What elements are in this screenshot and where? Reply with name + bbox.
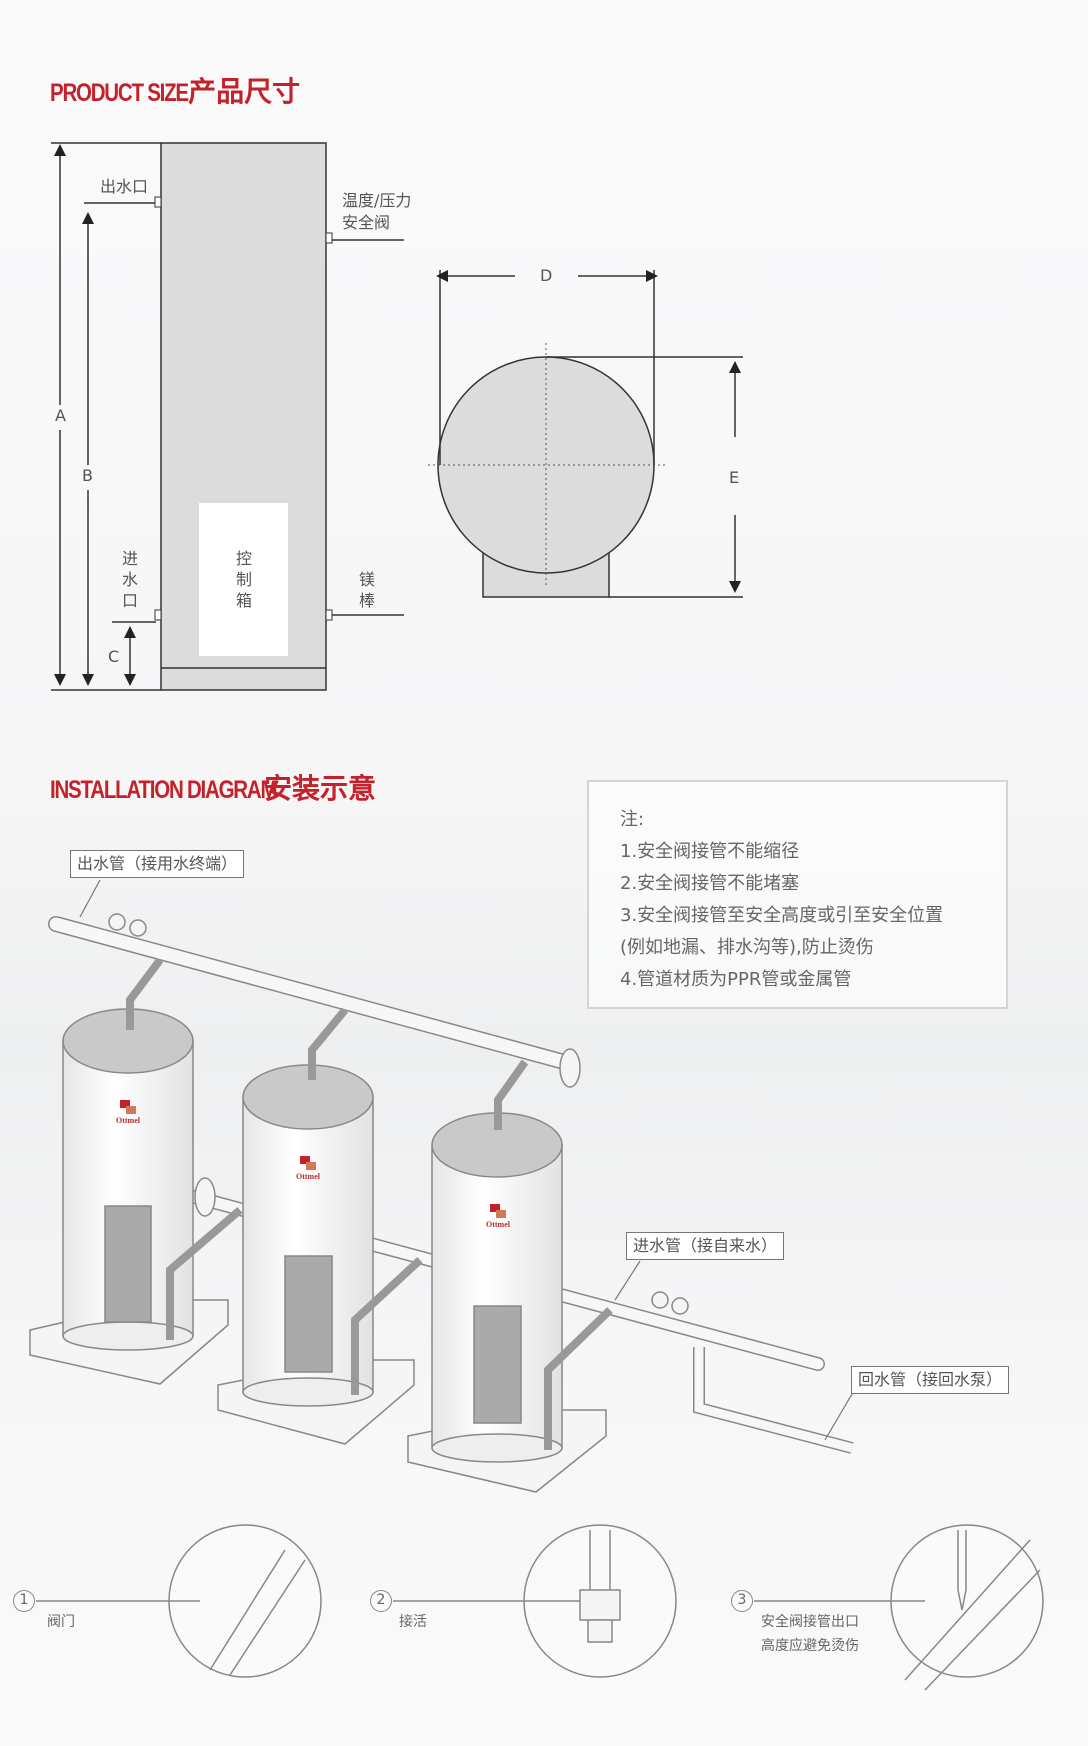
notes-heading: 注:	[620, 809, 645, 830]
detail-number: 3	[731, 1590, 753, 1612]
water-heater-tank	[431, 1112, 563, 1463]
anode-label: 镁棒	[358, 570, 375, 610]
detail-label-valve: 阀门	[47, 1614, 75, 1630]
detail-number: 2	[370, 1590, 392, 1612]
relief-valve-label-1: 温度/压力	[342, 191, 412, 210]
dim-b-label: B	[82, 466, 93, 485]
detail-number: 1	[13, 1590, 35, 1612]
brand-name: Ottmel	[116, 1116, 140, 1125]
note-item: 2.安全阀接管不能堵塞	[620, 873, 800, 894]
title-en: INSTALLATION DIAGRAM	[50, 776, 278, 804]
product-size-drawing	[51, 142, 743, 691]
notes-box: 注: 1.安全阀接管不能缩径 2.安全阀接管不能堵塞 3.安全阀接管至安全高度或…	[587, 780, 1008, 1009]
dim-d-label: D	[540, 266, 553, 285]
return-pipe-label: 回水管（接回水泵）	[851, 1366, 1010, 1394]
installation-title: INSTALLATION DIAGRAM安装示意	[50, 767, 376, 807]
detail-label-relief-2: 高度应避免烫伤	[761, 1638, 859, 1654]
note-item: 1.安全阀接管不能缩径	[620, 841, 800, 862]
outlet-label: 出水口	[100, 177, 149, 196]
detail-label-union: 接活	[399, 1614, 427, 1630]
control-box	[199, 503, 288, 656]
outlet-pipe-label: 出水管（接用水终端）	[70, 850, 245, 878]
inlet-label: 进水口	[121, 549, 138, 610]
dim-e-label: E	[729, 468, 740, 487]
title-en: PRODUCT SIZE	[50, 79, 189, 107]
dim-a-label: A	[55, 406, 66, 425]
brand-name: Ottmel	[296, 1172, 320, 1181]
note-item: (例如地漏、排水沟等),防止烫伤	[620, 937, 874, 958]
brand-name: Ottmel	[486, 1220, 510, 1229]
note-item: 3.安全阀接管至安全高度或引至安全位置	[620, 905, 944, 926]
detail-label-relief-1: 安全阀接管出口	[761, 1614, 859, 1630]
dim-c-label: C	[108, 647, 120, 666]
title-cn: 安装示意	[263, 773, 376, 804]
brand-logo	[120, 1100, 506, 1218]
relief-valve-label-2: 安全阀	[342, 213, 391, 232]
control-box-label: 控制箱	[235, 549, 252, 610]
product-size-title: PRODUCT SIZE产品尺寸	[50, 70, 300, 110]
inlet-pipe-label: 进水管（接自来水）	[626, 1232, 785, 1260]
note-item: 4.管道材质为PPR管或金属管	[620, 969, 852, 990]
title-cn: 产品尺寸	[188, 76, 301, 107]
water-heater-tank	[62, 1008, 194, 1351]
